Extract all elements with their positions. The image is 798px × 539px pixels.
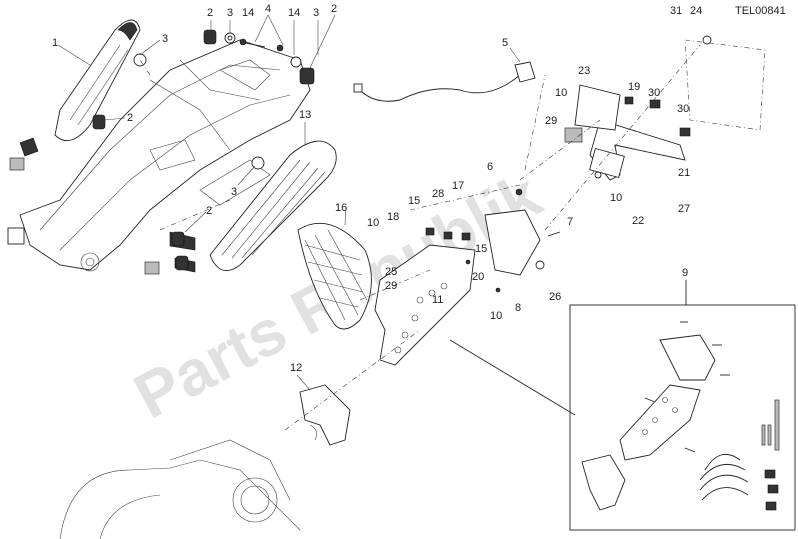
license-support-arm: [374, 188, 561, 366]
callout-2: 2: [207, 7, 213, 19]
rear-subframe: [7, 39, 311, 272]
callout-29: 29: [545, 115, 557, 127]
callout-8: 8: [515, 302, 521, 314]
license-plate-bracket: [564, 84, 691, 181]
callout-18: 18: [387, 211, 399, 223]
rear-wheel-sketch: [59, 439, 301, 539]
callout-11: 11: [432, 294, 443, 306]
callout-22: 22: [632, 215, 644, 227]
callout-31: 31: [670, 5, 682, 17]
drawing-code: TEL00841: [735, 5, 786, 17]
callout-10: 10: [610, 192, 622, 204]
callout-27: 27: [678, 203, 690, 215]
callout-2: 2: [206, 205, 212, 217]
callout-12: 12: [290, 362, 302, 374]
callout-24: 24: [690, 5, 702, 17]
rear-reflector-grille: [297, 222, 372, 330]
callout-25: 25: [385, 266, 397, 278]
license-plate: [684, 35, 766, 131]
callout-13: 13: [299, 109, 311, 121]
callout-3: 3: [313, 7, 319, 19]
callout-labels: 1 2 3 14 4 14 3 2 3 2 13 3 2 5 31 24 23 …: [52, 3, 786, 374]
wiring-harness: [353, 61, 536, 102]
callout-1: 1: [52, 37, 58, 49]
splash-guard: [299, 384, 351, 446]
callout-2: 2: [331, 3, 337, 15]
callout-21: 21: [678, 167, 690, 179]
callout-14: 14: [288, 7, 300, 19]
callout-30: 30: [648, 87, 660, 99]
callout-10: 10: [490, 310, 502, 322]
callout-9: 9: [682, 267, 688, 279]
grommets-top: [92, 29, 315, 271]
callout-15: 15: [408, 195, 420, 207]
callout-20: 20: [472, 271, 484, 283]
callout-4: 4: [265, 3, 271, 15]
callout-23: 23: [578, 65, 590, 77]
callout-2: 2: [127, 112, 133, 124]
callout-29: 29: [385, 280, 397, 292]
callout-3: 3: [231, 186, 237, 198]
callout-3: 3: [162, 33, 168, 45]
callout-16: 16: [335, 202, 347, 214]
callout-6: 6: [487, 161, 493, 173]
callout-14: 14: [242, 7, 254, 19]
callout-15: 15: [475, 243, 487, 255]
callout-3: 3: [227, 7, 233, 19]
callout-28: 28: [432, 188, 444, 200]
callout-17: 17: [452, 180, 464, 192]
callout-30: 30: [677, 103, 689, 115]
callout-leaders: [57, 14, 687, 391]
assembly-leader-lines: [139, 44, 701, 431]
callout-10: 10: [555, 87, 567, 99]
callout-19: 19: [628, 81, 640, 93]
accessory-kit-inset: [569, 280, 796, 531]
callout-7: 7: [567, 216, 573, 228]
callout-10: 10: [367, 217, 379, 229]
callout-26: 26: [549, 291, 561, 303]
left-tail-light: [9, 19, 141, 171]
callout-5: 5: [502, 37, 508, 49]
